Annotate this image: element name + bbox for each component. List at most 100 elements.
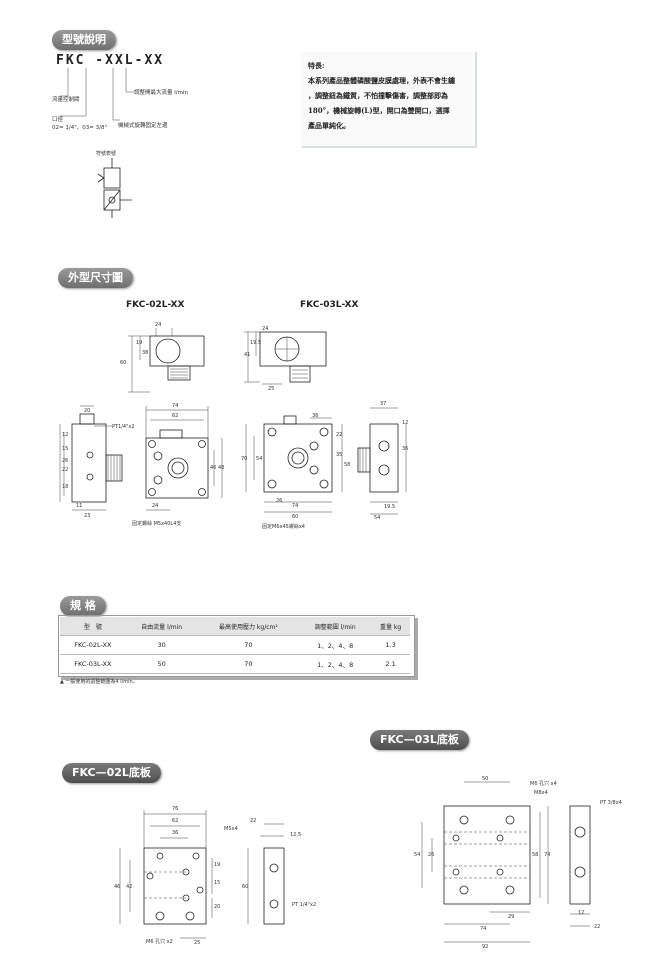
base02-plate: [143, 847, 285, 925]
fkc03-top-view: [259, 331, 327, 383]
b03-dim-92: 92: [482, 944, 489, 950]
valve-symbol: [97, 158, 132, 218]
fkc02-front-view: [145, 429, 209, 499]
dim-02-top-19: 19: [136, 340, 143, 346]
cell-range: 1、2、4、8: [299, 654, 372, 674]
dim-03-side-12: 12: [402, 420, 409, 426]
dim-02-side-18: 18: [62, 484, 69, 490]
cell-flow: 50: [125, 654, 198, 674]
b02-dim-36: 36: [172, 830, 179, 836]
fkc03-front-view: [263, 415, 333, 493]
dim-03-front-35: 35: [336, 452, 343, 458]
spec-note: ▲ 一般使用的調整範圍為4 l/min。: [60, 679, 138, 685]
section-outline: 外型尺寸圖: [58, 268, 133, 288]
symbol-label: 符號表號: [96, 151, 117, 157]
note-02-pt: PT1/4"x2: [112, 424, 135, 430]
b02-dim-22: 22: [250, 818, 257, 824]
dim-03-front-58: 58: [344, 462, 351, 468]
model-code: FKC -XXL-XX: [56, 53, 165, 68]
dim-02-front-48: 48: [218, 465, 225, 471]
model-label-flow: 流量控制閥: [52, 97, 80, 103]
dim-02-side-22: 22: [62, 467, 69, 473]
b02-dim-25: 25: [194, 940, 201, 946]
cell-model: FKC-03L-XX: [60, 654, 126, 674]
dim-03-top-19-5: 19.5: [250, 340, 262, 346]
dim-02-side-23: 23: [84, 513, 91, 519]
b03-label-m8: M8x4: [534, 790, 548, 796]
spec-col-range: 調整範圍 l/min: [299, 617, 372, 636]
b03-label-m6: M6 孔穴 x4: [530, 781, 557, 787]
b02-dim-19: 19: [214, 862, 221, 868]
dim-02-front-24: 24: [152, 503, 159, 509]
dim-02-front-46: 46: [210, 465, 217, 471]
section-spec: 規 格: [60, 596, 106, 616]
b02-dim-62: 62: [172, 818, 179, 824]
b03-dim-26: 26: [428, 852, 435, 858]
note-02-bolt: 固定螺絲 M5x40L4支: [132, 521, 182, 527]
cell-flow: 30: [125, 635, 198, 655]
features-line-2: ，調整鈕為鐵質，不怕撞擊傷害，調整部即為: [308, 91, 448, 100]
b02-dim-15: 15: [214, 880, 221, 886]
b03-dim-54: 54: [414, 852, 421, 858]
dim-03-side-54: 54: [374, 515, 381, 521]
cell-pressure: 70: [197, 635, 300, 655]
b03-dim-50: 50: [482, 776, 489, 782]
spec-col-pressure: 最高使用壓力 kg/cm²: [197, 617, 300, 636]
b03-dim-58: 58: [532, 852, 539, 858]
features-title: 特長:: [308, 61, 325, 70]
b03-label-pt: PT 3/8x4: [600, 800, 622, 806]
model-leaders: [60, 68, 134, 121]
dim-02-front-62: 62: [172, 413, 179, 419]
drawing-title-03: FKC-03L-XX: [300, 300, 359, 310]
spec-table-frame: [58, 615, 415, 677]
dim-03-front-74: 74: [292, 503, 299, 509]
cell-model: FKC-02L-XX: [60, 635, 126, 655]
dim-02-side-20: 20: [84, 408, 91, 414]
base03-plate: [443, 805, 591, 905]
b03-dim-29: 29: [508, 914, 515, 920]
drawing-title-02: FKC-02L-XX: [126, 300, 185, 310]
model-label-mech: 機械式旋轉固定左邊: [118, 123, 168, 129]
spec-header-row: 型 號 自由流量 l/min 最高使用壓力 kg/cm² 調整範圍 l/min …: [60, 617, 410, 636]
dim-03-front-70: 70: [241, 456, 248, 462]
dim-03-front-22a: 22: [336, 432, 343, 438]
b03-dim-74a: 74: [544, 852, 551, 858]
b02-dim-46: 46: [114, 884, 121, 890]
features-line-1: 本系列產品整體磷酸鹽皮膜處理，外表不會生鏽: [308, 76, 455, 85]
fkc03-side-view: [357, 423, 399, 493]
b02-dim-76: 76: [172, 806, 179, 812]
dim-03-front-36: 36: [312, 413, 319, 419]
b03-dim-12: 12: [578, 910, 585, 916]
dim-03-front-54: 54: [256, 456, 263, 462]
dim-03-top-25: 25: [268, 386, 275, 392]
dim-02-side-15: 15: [62, 446, 69, 452]
cell-pressure: 70: [197, 654, 300, 674]
section-base-03: FKC—03L底板: [370, 730, 469, 750]
features-line-3: 180°，機械旋轉(L)型，開口為雙開口，選擇: [308, 106, 450, 115]
spec-col-weight: 重量 kg: [371, 617, 410, 636]
dim-02-side-12: 12: [62, 432, 69, 438]
b02-label-m6: M6 孔穴 x2: [146, 939, 173, 945]
dim-02-side-11: 11: [76, 503, 83, 509]
cell-range: 1、2、4、8: [299, 635, 372, 655]
cell-weight: 2.1: [371, 654, 410, 674]
dim-02-side-26: 26: [62, 458, 69, 464]
spec-col-flow: 自由流量 l/min: [125, 617, 198, 636]
note-03-bolt: 固定M6x45螺絲x4: [262, 524, 305, 530]
b02-dim-42: 42: [126, 884, 133, 890]
dim-02-top-24: 24: [155, 322, 162, 328]
fkc02-side-view: [71, 413, 123, 503]
section-base-02: FKC—02L底板: [62, 763, 161, 783]
model-label-max: 調整開最大流量 l/min: [134, 90, 189, 96]
b02-dim-60: 60: [242, 884, 249, 890]
b02-label-pt: PT 1/4"x2: [292, 902, 317, 908]
dim-03-front-26: 26: [276, 498, 283, 504]
spec-table: 型 號 自由流量 l/min 最高使用壓力 kg/cm² 調整範圍 l/min …: [60, 617, 410, 674]
dim-02-front-74: 74: [172, 403, 179, 409]
b03-dim-74b: 74: [480, 926, 487, 932]
fkc02-top-view: [149, 335, 205, 381]
dim-03-top-24: 24: [262, 326, 269, 332]
dim-03-side-36: 36: [402, 446, 409, 452]
features-box: 特長: 本系列產品整體磷酸鹽皮膜處理，外表不會生鏽 ，調整鈕為鐵質，不怕撞擊傷害…: [302, 52, 477, 148]
